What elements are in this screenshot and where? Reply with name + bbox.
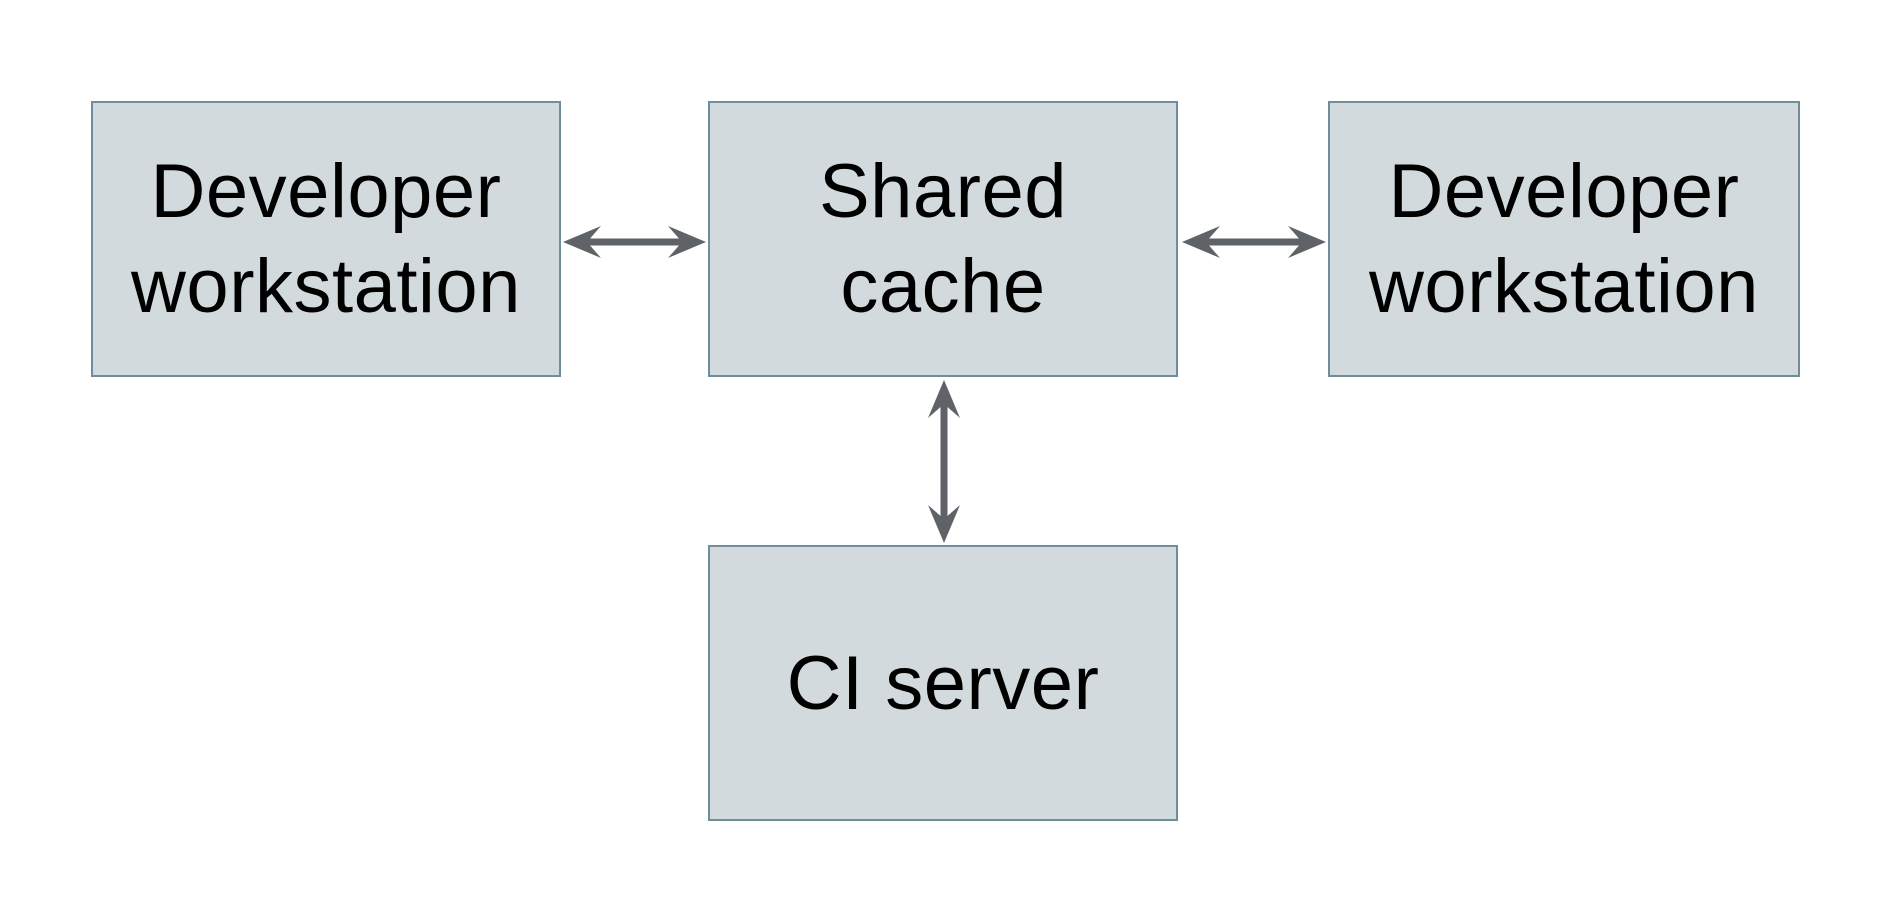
arrowhead-right-icon bbox=[668, 226, 706, 258]
arrowhead-left-icon bbox=[1182, 226, 1220, 258]
edge-sharedcache-ciserver bbox=[928, 380, 960, 543]
node-label-line: cache bbox=[840, 244, 1046, 329]
arrowhead-up-icon bbox=[928, 380, 960, 418]
node-developer-workstation-right: Developer workstation bbox=[1328, 101, 1800, 377]
node-label-line: workstation bbox=[131, 244, 521, 329]
arrowhead-left-icon bbox=[563, 226, 601, 258]
node-label-line: Shared bbox=[818, 149, 1068, 234]
node-developer-workstation-left: Developer workstation bbox=[91, 101, 561, 377]
arrowhead-down-icon bbox=[928, 505, 960, 543]
edge-sharedcache-devright bbox=[1182, 226, 1326, 258]
node-label-line: CI server bbox=[786, 640, 1100, 726]
node-label-line: Developer bbox=[1388, 149, 1740, 234]
node-ci-server: CI server bbox=[708, 545, 1178, 821]
node-shared-cache: Shared cache bbox=[708, 101, 1178, 377]
edge-devleft-sharedcache bbox=[563, 226, 706, 258]
node-label-line: Developer bbox=[150, 149, 502, 234]
node-label-line: workstation bbox=[1369, 244, 1759, 329]
arrowhead-right-icon bbox=[1288, 226, 1326, 258]
